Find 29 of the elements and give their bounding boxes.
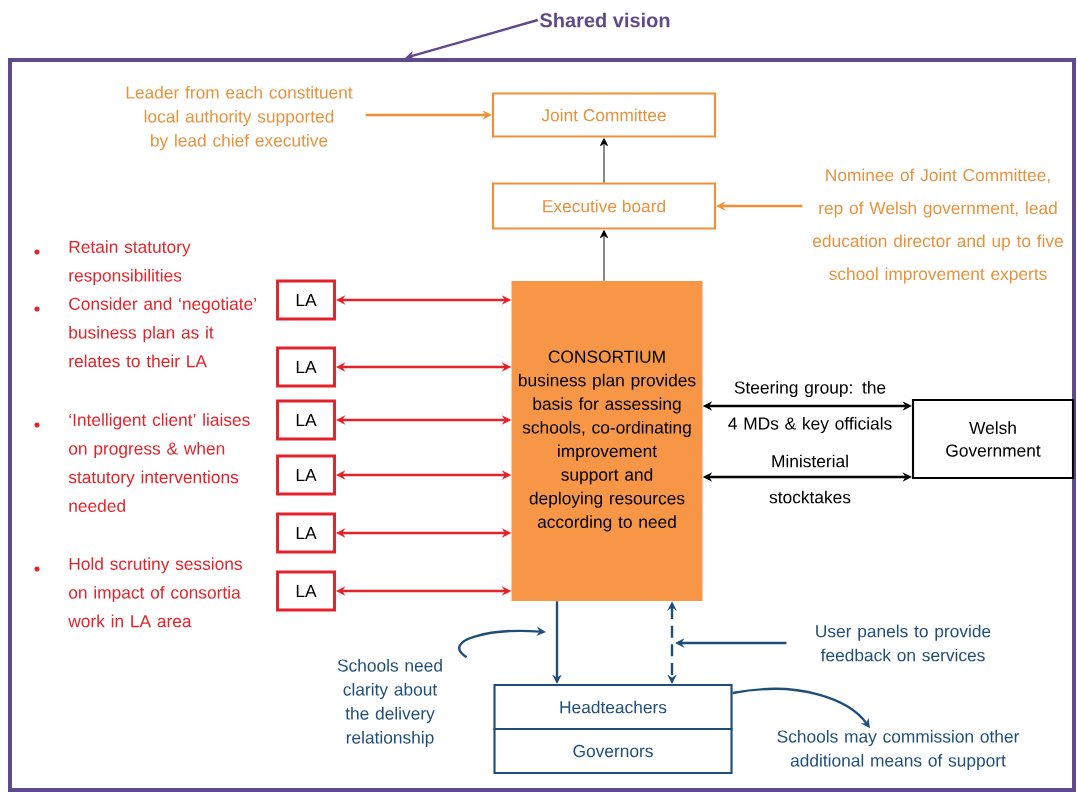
arrow bbox=[458, 626, 546, 659]
bullet-item: Consider and ‘negotiate’ business plan as it relates to their LA bbox=[34, 297, 256, 368]
frame-border bbox=[8, 58, 1076, 792]
bullet-item: Hold scrutiny sessions on impact of consortia work in LA area bbox=[34, 557, 242, 628]
bullet-item: ‘Intelligent client’ liaises on progress & when statutory interventions needed bbox=[34, 413, 250, 512]
note-text: Schools need clarity about the delivery relationship bbox=[337, 658, 442, 748]
label-box: Executive board bbox=[491, 182, 717, 230]
heading: Shared vision bbox=[540, 12, 670, 28]
arrow bbox=[600, 138, 608, 183]
note-text: Nominee of Joint Committee, rep of Welsh government, lead education director and up to five school improvement experts bbox=[813, 168, 1063, 284]
label-box: LA bbox=[276, 399, 336, 441]
edge-label: Ministerial stocktakes bbox=[769, 454, 851, 504]
arrow bbox=[405, 18, 539, 60]
note-text: Leader from each constituent local authority supported by lead chief executive bbox=[126, 85, 353, 151]
plan-box: CONSORTIUM business plan provides basis for assessing schools, co-ordinating improvement support and deploying resources according to need bbox=[511, 281, 703, 601]
label-box: Joint Committee bbox=[491, 92, 717, 138]
label-box: Welsh Government bbox=[911, 398, 1075, 480]
label-box: Headteachers bbox=[493, 683, 733, 731]
label-box: LA bbox=[276, 512, 336, 554]
edge-label: Steering group: the 4 MDs & key officials bbox=[728, 380, 892, 434]
label-box: LA bbox=[276, 279, 336, 321]
arrow bbox=[600, 230, 608, 282]
label-box: LA bbox=[276, 570, 336, 612]
note-text: Schools may commission other additional means of support bbox=[777, 729, 1020, 771]
note-text: User panels to provide feedback on services bbox=[816, 624, 991, 662]
label-box: Governors bbox=[493, 727, 733, 775]
label-box: LA bbox=[276, 346, 336, 388]
bullet-item: Retain statutory responsibilities bbox=[34, 240, 191, 286]
label-box: LA bbox=[276, 454, 336, 496]
